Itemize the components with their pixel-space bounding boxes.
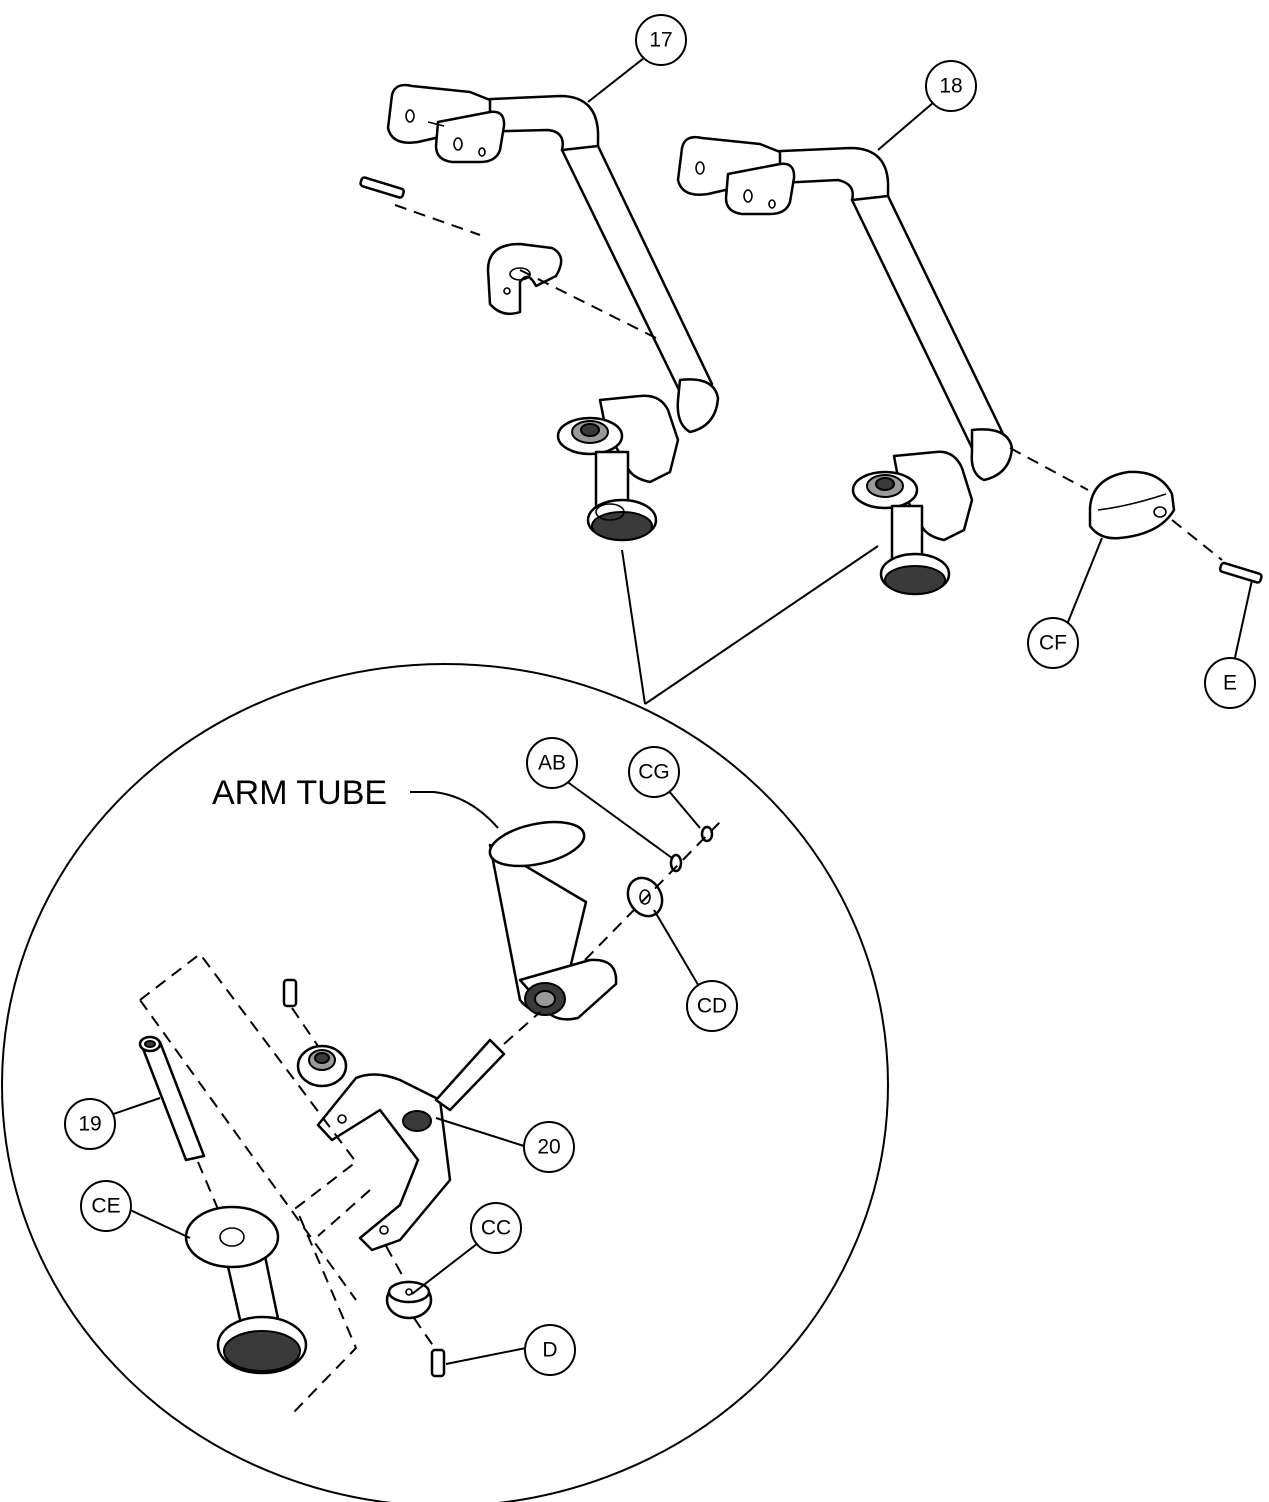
svg-text:CD: CD: [697, 995, 727, 1018]
screw-top: [282, 978, 298, 1008]
caster-ce: [184, 1205, 308, 1375]
axis-dash-detail-washers: [584, 821, 721, 961]
callout-e: E: [1204, 657, 1256, 709]
callout-19: 19: [64, 1098, 116, 1150]
callout-leaders: [95, 57, 1253, 1365]
cap-nut: [296, 1044, 348, 1088]
clamp-block-cf: [1088, 470, 1176, 540]
arm-tube-label: ARM TUBE: [212, 774, 387, 812]
callout-17: 17: [635, 14, 687, 66]
callout-d: D: [524, 1324, 576, 1376]
detail-leader-left: [621, 549, 646, 705]
callout-ce: CE: [80, 1180, 132, 1232]
bracket-20: [316, 1038, 506, 1252]
callout-ab: AB: [526, 737, 578, 789]
callout-cf: CF: [1027, 617, 1079, 669]
detail-circle: [1, 663, 889, 1502]
svg-text:CG: CG: [638, 761, 670, 784]
bolt-e: [1218, 561, 1263, 584]
arm-assembly-18: [676, 135, 1014, 596]
callout-cc: CC: [470, 1202, 522, 1254]
group-outline-dashed: [139, 952, 371, 1413]
svg-text:E: E: [1223, 672, 1237, 695]
axis-dash-rod: [197, 1161, 227, 1229]
screw-d: [430, 1348, 446, 1378]
axis-dash-right: [1009, 447, 1223, 561]
bolt-upper-left: [359, 176, 406, 199]
callout-cd: CD: [686, 980, 738, 1032]
callout-18: 18: [925, 60, 977, 112]
svg-text:CF: CF: [1039, 632, 1067, 655]
detail-leader-right: [644, 545, 879, 705]
arm-tube-detail: [488, 820, 618, 1021]
axis-dash-shaft: [503, 1011, 541, 1045]
rod-19: [138, 1035, 206, 1162]
svg-text:18: 18: [939, 75, 962, 98]
callout-20: 20: [523, 1121, 575, 1173]
svg-text:CE: CE: [91, 1195, 120, 1218]
svg-text:19: 19: [78, 1113, 101, 1136]
washer-ab: [669, 853, 683, 873]
svg-text:20: 20: [537, 1136, 560, 1159]
svg-text:CC: CC: [481, 1217, 511, 1240]
svg-text:17: 17: [649, 29, 672, 52]
axis-dash-cc: [385, 1245, 437, 1351]
clamp-block-upper: [486, 242, 563, 315]
callout-cg: CG: [628, 746, 680, 798]
cap-cc: [385, 1280, 433, 1320]
axis-dash-screw: [291, 1007, 319, 1047]
washer-cd: [626, 876, 664, 918]
svg-text:AB: AB: [538, 752, 566, 775]
axis-dash-upper-left: [394, 204, 661, 341]
svg-text:D: D: [542, 1339, 557, 1362]
arm-assembly-17: [386, 83, 720, 542]
